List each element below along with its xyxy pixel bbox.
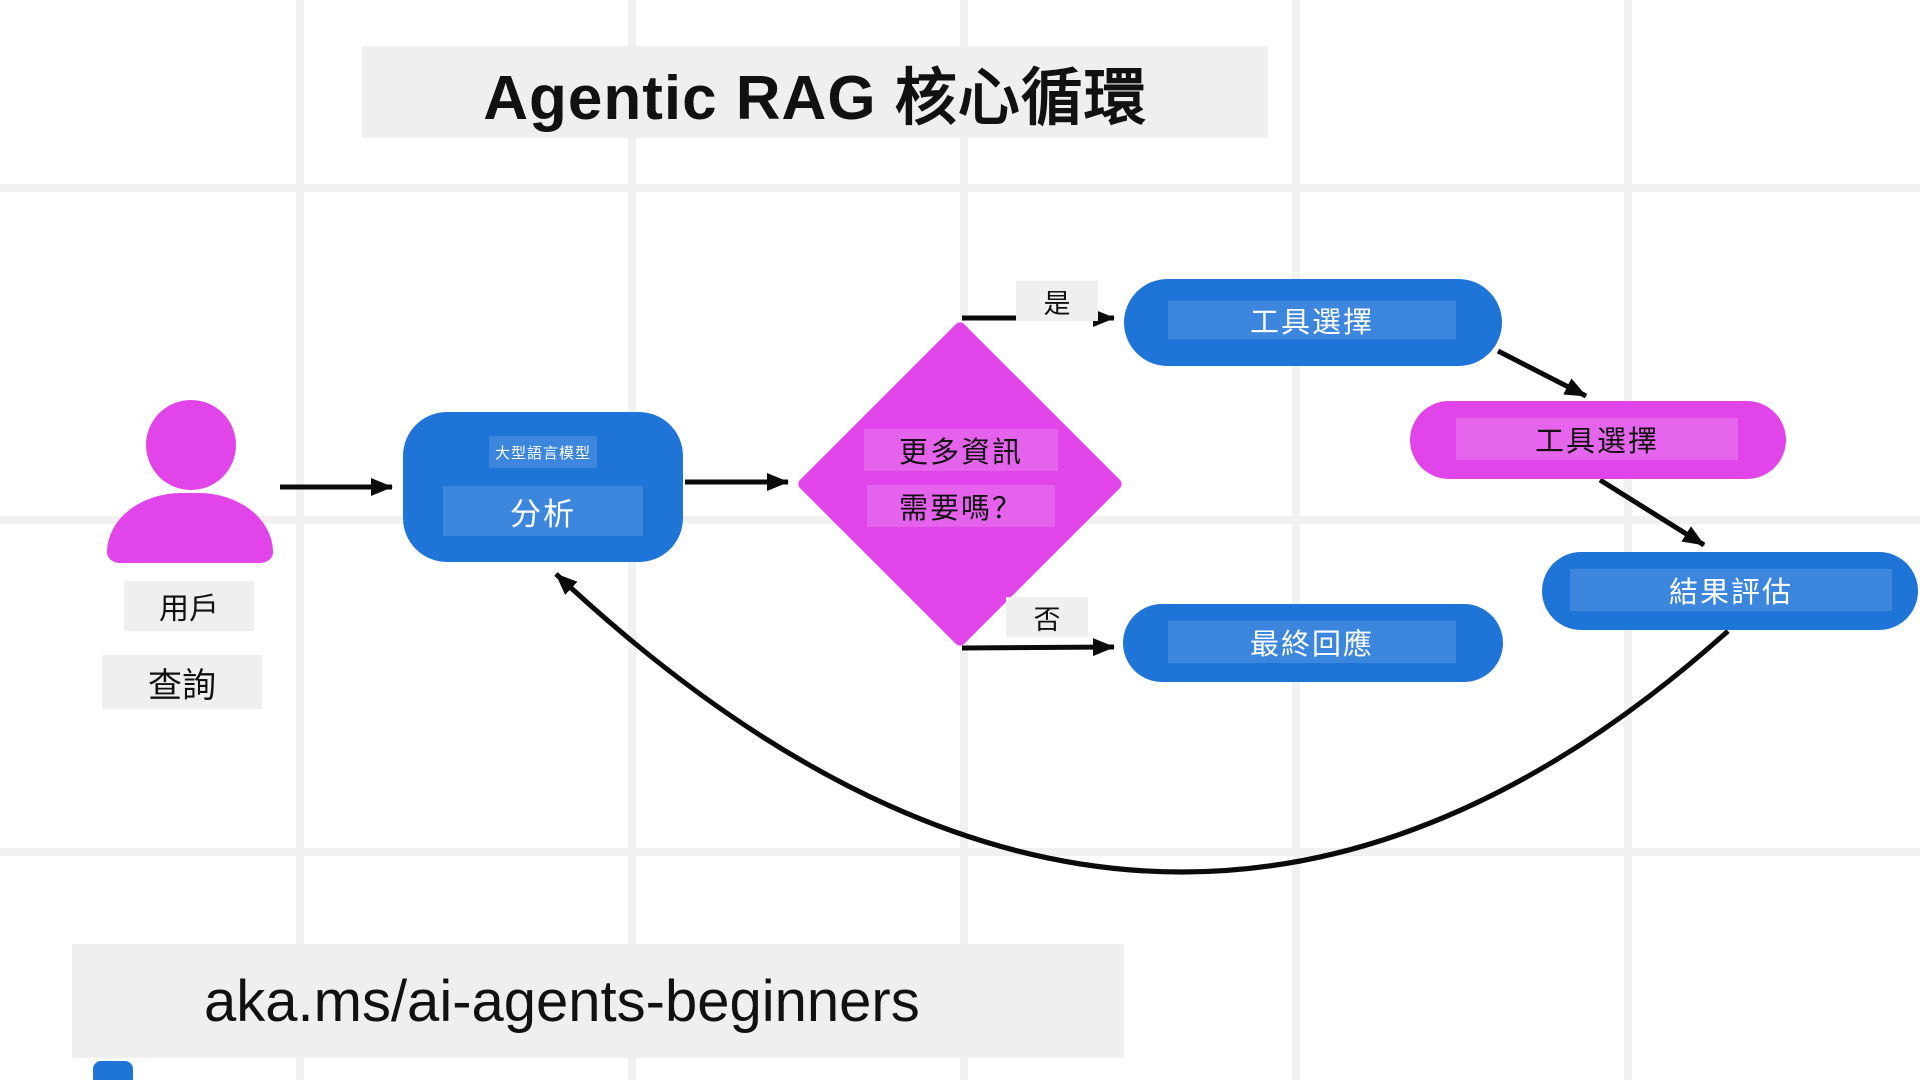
edge-tool-selection-to-tool-execution <box>1496 348 1588 399</box>
decision-text-line1: 更多資訊 <box>864 429 1058 471</box>
person-icon-body <box>107 493 273 563</box>
final-response-node <box>1123 604 1503 682</box>
diagram-title: Agentic RAG 核心循環 <box>362 46 1268 138</box>
user-query-label: 查詢 <box>102 655 262 709</box>
llm-tag-label: 大型語言模型 <box>489 436 597 468</box>
person-icon <box>146 400 236 490</box>
decorative-blue-chip <box>93 1061 133 1080</box>
llm-analysis-node <box>403 412 683 562</box>
footer-url: aka.ms/ai-agents-beginners <box>72 944 1124 1058</box>
final-response-label: 最終回應 <box>1168 621 1456 663</box>
tool-execution-label: 工具選擇 <box>1456 418 1738 460</box>
tool-execution-node <box>1410 401 1786 479</box>
tool-selection-node <box>1124 279 1502 366</box>
edge-label-no: 否 <box>1006 597 1088 637</box>
result-evaluation-label: 結果評估 <box>1570 569 1892 611</box>
tool-selection-label: 工具選擇 <box>1168 301 1456 339</box>
edge-tool-execution-to-result-evaluation <box>1598 477 1706 548</box>
result-evaluation-node <box>1542 552 1918 630</box>
edge-label-yes: 是 <box>1016 281 1098 321</box>
decision-text-line2: 需要嗎？ <box>867 485 1055 527</box>
llm-analysis-label: 分析 <box>443 486 643 536</box>
user-node-label: 用戶 <box>124 581 254 631</box>
edge-decision-no-to-final-response <box>961 638 1115 657</box>
